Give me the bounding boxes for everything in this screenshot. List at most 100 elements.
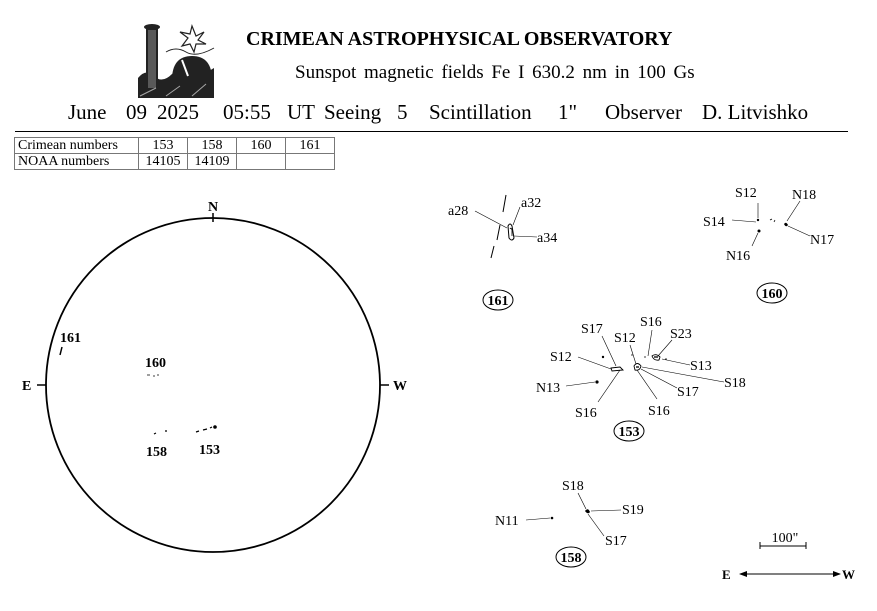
- obs-time: 05:55: [223, 100, 271, 124]
- leader-line: [601, 335, 617, 367]
- spot-mark: [756, 218, 760, 222]
- table-cell: [285, 153, 335, 170]
- spot-label: S23: [670, 327, 692, 342]
- north-label: N: [208, 200, 218, 215]
- spot-mark: [769, 218, 776, 223]
- leader-line: [565, 381, 596, 387]
- region-id: 161: [488, 294, 509, 309]
- spot-label: a34: [537, 231, 557, 246]
- spot-label: N13: [536, 381, 560, 396]
- leader-line: [513, 235, 538, 238]
- header-divider: [15, 131, 848, 132]
- leader-line: [587, 513, 605, 537]
- spot-label: S17: [605, 534, 627, 549]
- table-row: NOAA numbers 14105 14109: [14, 153, 335, 170]
- leader-line: [731, 219, 757, 223]
- disk-region-label: 161: [60, 331, 81, 346]
- leader-line: [751, 232, 759, 247]
- scale-bar: 100": [759, 531, 807, 549]
- spot-label: S12: [614, 331, 636, 346]
- spot-label: S17: [581, 322, 603, 337]
- spot-mark: [550, 516, 554, 520]
- spot-label: a28: [448, 204, 468, 219]
- leader-line: [647, 329, 653, 357]
- spot-label: S17: [677, 385, 699, 400]
- leader-line: [657, 339, 673, 357]
- orientation-arrow: E W: [722, 567, 855, 582]
- obs-month: June: [68, 100, 107, 124]
- obs-day: 09: [126, 100, 147, 124]
- row-label: NOAA numbers: [14, 153, 139, 170]
- disk-outline: [45, 217, 381, 553]
- inset-region-153: S17 S16 S12 S23 S12 S13 S18 N13 S17 S16 …: [536, 315, 746, 442]
- inset-region-158: S18 S19 N11 S17 158: [495, 479, 644, 568]
- leader-line: [787, 225, 811, 237]
- leader-line: [512, 206, 521, 226]
- scintillation-value: 1": [558, 100, 578, 124]
- obs-ut: UT: [287, 100, 315, 124]
- page-subtitle: Sunspot magnetic fields Fe I 630.2 nm in…: [295, 62, 695, 83]
- disk-region-label: 158: [146, 445, 167, 460]
- table-cell: 161: [285, 137, 335, 154]
- observer-label: Observer: [605, 100, 682, 124]
- inset-region-161: a28 a32 a34 161: [448, 194, 557, 311]
- spot-label: a32: [521, 196, 541, 211]
- region-id: 158: [561, 551, 582, 566]
- leader-line: [636, 369, 658, 400]
- spot-mark: [585, 509, 590, 514]
- disk-region-mark: [195, 426, 213, 433]
- orientation-west-label: W: [842, 567, 855, 582]
- leader-line: [629, 344, 637, 365]
- leader-line: [590, 509, 622, 512]
- observer-name: D. Litvishko: [702, 100, 809, 124]
- disk-region-label: 153: [199, 443, 220, 458]
- leader-line: [474, 210, 508, 229]
- region-id-badge: [613, 420, 645, 442]
- spot-label: S16: [640, 315, 662, 330]
- region-id-badge: [482, 289, 514, 311]
- region-id-badge: [756, 282, 788, 304]
- dashed-boundary: [490, 194, 507, 259]
- spot-label: N17: [810, 233, 834, 248]
- spot-mark: [784, 222, 788, 227]
- scale-label: 100": [772, 531, 799, 546]
- spot-label: N11: [495, 514, 519, 529]
- solar-disk: N E W 161 160 158 153: [22, 200, 407, 553]
- table-cell: 14109: [187, 153, 237, 170]
- spot-contour: [509, 227, 513, 236]
- spot-contour: [507, 223, 515, 241]
- disk-region-mark: [213, 425, 217, 429]
- seeing-label: Seeing: [324, 100, 382, 124]
- leader-line: [786, 200, 801, 222]
- scintillation-label: Scintillation: [429, 100, 532, 124]
- page-title: CRIMEAN ASTROPHYSICAL OBSERVATORY: [246, 28, 673, 50]
- region-id: 160: [762, 287, 783, 302]
- leader-line: [661, 358, 691, 366]
- region-numbers-table: Crimean numbers 153 158 160 161 NOAA num…: [14, 137, 335, 170]
- spot-label: N16: [726, 249, 750, 264]
- disk-region-mark: [153, 430, 167, 435]
- leader-line: [525, 517, 551, 521]
- east-label: E: [22, 379, 31, 394]
- spot-contour: [610, 366, 624, 372]
- orientation-east-label: E: [722, 567, 731, 582]
- spot-label: S14: [703, 215, 725, 230]
- spot-label: S19: [622, 503, 644, 518]
- obs-year: 2025: [157, 100, 199, 124]
- spot-label: S13: [690, 359, 712, 374]
- region-id-badge: [555, 546, 587, 568]
- spot-mark: [631, 354, 667, 360]
- leader-line: [640, 368, 678, 389]
- leader-line: [641, 366, 725, 383]
- disk-region-label: 160: [145, 356, 166, 371]
- spot-label: S12: [550, 350, 572, 365]
- leader-line: [577, 356, 612, 370]
- inset-region-160: S12 N18 S14 N17 N16 160: [703, 186, 834, 304]
- spot-label: S18: [724, 376, 746, 391]
- leader-line: [577, 492, 587, 510]
- spot-mark: [601, 355, 605, 359]
- disk-region-mark: [147, 374, 159, 377]
- seeing-value: 5: [397, 100, 408, 124]
- observatory-logo: [138, 24, 215, 98]
